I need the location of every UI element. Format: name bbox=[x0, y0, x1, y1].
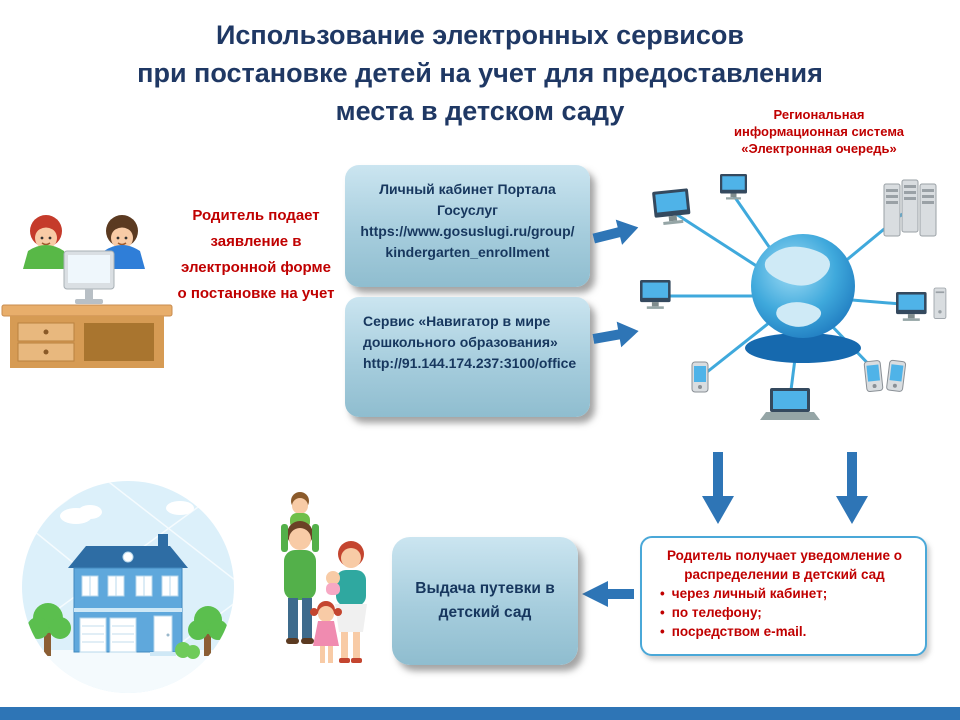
arrow-right-top-icon bbox=[592, 219, 639, 245]
cloud-icon bbox=[60, 501, 194, 524]
server-icon bbox=[883, 183, 901, 237]
navigator-service-box: Сервис «Навигатор в мире дошкольного обр… bbox=[345, 297, 590, 417]
daughter-figure bbox=[310, 601, 342, 663]
globe-base bbox=[745, 333, 861, 363]
kindergarten-building-illustration bbox=[22, 481, 234, 693]
gosuslugi-url: https://www.gosuslugi.ru/group/kindergar… bbox=[360, 223, 575, 260]
electronic-queue-network-illustration bbox=[640, 174, 947, 420]
gosuslugi-service-title: Личный кабинет Портала Госуслуг bbox=[379, 181, 556, 218]
desk-illustration bbox=[1, 304, 173, 368]
computer-tower-icon bbox=[933, 287, 947, 320]
father-figure bbox=[281, 521, 319, 644]
arrow-down-right-icon bbox=[836, 452, 868, 524]
notification-heading: Родитель получает уведомление о распреде… bbox=[667, 548, 902, 582]
server-icon bbox=[919, 183, 937, 237]
laptop-icon bbox=[760, 388, 820, 420]
page-title: Использование электронных сервисов при п… bbox=[0, 16, 960, 130]
gosuslugi-service-box: Личный кабинет Портала Госуслуг https://… bbox=[345, 165, 590, 287]
phone-icon bbox=[863, 359, 884, 393]
bullet-icon: • bbox=[660, 586, 665, 601]
navigator-service-title: Сервис «Навигатор в мире дошкольного обр… bbox=[363, 313, 558, 350]
regional-system-label: Региональная информационная система «Эле… bbox=[733, 107, 905, 156]
voucher-box: Выдача путевки в детский сад bbox=[392, 537, 578, 665]
voucher-text: Выдача путевки в детский сад bbox=[415, 580, 555, 621]
server-icon bbox=[901, 179, 919, 233]
notification-bullet: • по телефону; bbox=[660, 605, 762, 620]
family-illustration bbox=[281, 492, 367, 663]
arrow-down-left-icon bbox=[702, 452, 734, 524]
house-icon bbox=[68, 534, 188, 656]
parent-application-text: Родитель подает заявление в электронной … bbox=[177, 207, 335, 302]
bush-icon bbox=[175, 642, 200, 659]
computer-monitor-icon bbox=[63, 250, 115, 304]
navigator-url: http://91.144.174.237:3100/office bbox=[363, 355, 577, 371]
baby-figure bbox=[326, 571, 340, 585]
parent-woman-figure bbox=[23, 215, 69, 269]
monitor-icon bbox=[720, 174, 747, 200]
page-title-line-1: Использование электронных сервисов bbox=[215, 20, 745, 50]
footer-bar bbox=[0, 707, 960, 720]
mother-figure bbox=[326, 541, 367, 663]
monitor-icon bbox=[896, 292, 927, 321]
ground bbox=[22, 650, 234, 693]
page-title-line-3: места в детском саду bbox=[335, 96, 625, 126]
notification-box: Родитель получает уведомление о распреде… bbox=[640, 536, 927, 656]
globe-icon bbox=[751, 234, 855, 338]
phone-icon bbox=[691, 361, 709, 393]
parents-at-computer-illustration bbox=[1, 215, 173, 368]
bullet-icon: • bbox=[660, 605, 665, 620]
pda-icon bbox=[885, 359, 907, 393]
monitor-icon bbox=[640, 280, 671, 309]
arrow-left-icon bbox=[582, 581, 634, 607]
page-title-line-2: при постановке детей на учет для предост… bbox=[137, 58, 823, 88]
notification-bullet: • посредством e-mail. bbox=[660, 624, 807, 639]
notification-bullet: • через личный кабинет; bbox=[660, 586, 828, 601]
bullet-icon: • bbox=[660, 624, 665, 639]
arrow-right-bottom-icon bbox=[592, 321, 639, 348]
